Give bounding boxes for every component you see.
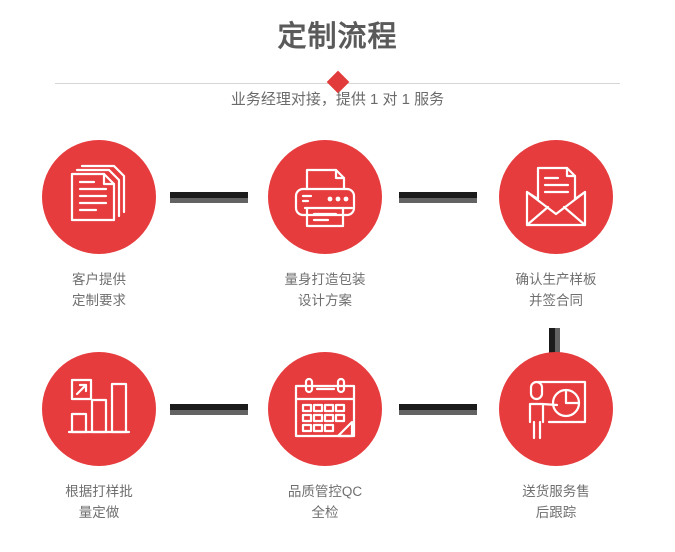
flow-row-1: 客户提供 定制要求: [0, 140, 675, 366]
step-icon-circle: [499, 352, 613, 466]
documents-stack-icon: [64, 162, 134, 232]
flow-row-2: 根据打样批 量定做: [0, 352, 675, 552]
connector-horizontal: [170, 404, 248, 415]
flow-step-packaging-design[interactable]: 量身打造包装 设计方案: [245, 140, 405, 311]
step-label: 量身打造包装 设计方案: [284, 272, 366, 308]
printer-icon: [290, 162, 360, 232]
connector-segment-gray: [399, 198, 477, 203]
connector-segment-gray: [170, 198, 248, 203]
bar-chart-growth-icon: [64, 374, 134, 444]
header: 定制流程 业务经理对接，提供 1 对 1 服务: [0, 0, 675, 130]
step-label: 客户提供 定制要求: [72, 272, 126, 308]
connector-segment-gray: [555, 328, 560, 366]
page-subtitle: 业务经理对接，提供 1 对 1 服务: [230, 91, 445, 108]
flow-step-customer-requirements[interactable]: 客户提供 定制要求: [19, 140, 179, 311]
connector-segment-dark: [399, 404, 477, 410]
page-title: 定制流程: [277, 21, 398, 53]
step-icon-circle: [268, 140, 382, 254]
step-icon-circle: [42, 352, 156, 466]
flow-step-confirm-sample-contract[interactable]: 确认生产样板 并签合同: [476, 140, 636, 311]
step-label: 品质管控QC 全检: [287, 484, 363, 520]
step-label: 送货服务售 后跟踪: [522, 484, 590, 520]
connector-segment-dark: [170, 404, 248, 410]
connector-vertical: [549, 328, 560, 366]
connector-segment-dark: [170, 192, 248, 198]
calendar-edit-icon: [290, 374, 360, 444]
title-divider: [55, 70, 620, 96]
flow-step-batch-production[interactable]: 根据打样批 量定做: [19, 352, 179, 523]
process-flow: 客户提供 定制要求: [0, 140, 675, 550]
flow-step-quality-control[interactable]: 品质管控QC 全检: [245, 352, 405, 523]
connector-segment-dark: [399, 192, 477, 198]
connector-horizontal: [399, 192, 477, 203]
connector-segment-gray: [399, 410, 477, 415]
step-icon-circle: [499, 140, 613, 254]
connector-segment-dark: [549, 328, 555, 366]
step-icon-circle: [268, 352, 382, 466]
connector-horizontal: [399, 404, 477, 415]
connector-segment-gray: [170, 410, 248, 415]
step-label: 根据打样批 量定做: [65, 484, 133, 520]
presenter-pie-chart-icon: [521, 374, 591, 444]
connector-horizontal: [170, 192, 248, 203]
step-label: 确认生产样板 并签合同: [515, 272, 597, 308]
flow-step-delivery-aftersales[interactable]: 送货服务售 后跟踪: [476, 352, 636, 523]
open-envelope-letter-icon: [521, 162, 591, 232]
step-icon-circle: [42, 140, 156, 254]
